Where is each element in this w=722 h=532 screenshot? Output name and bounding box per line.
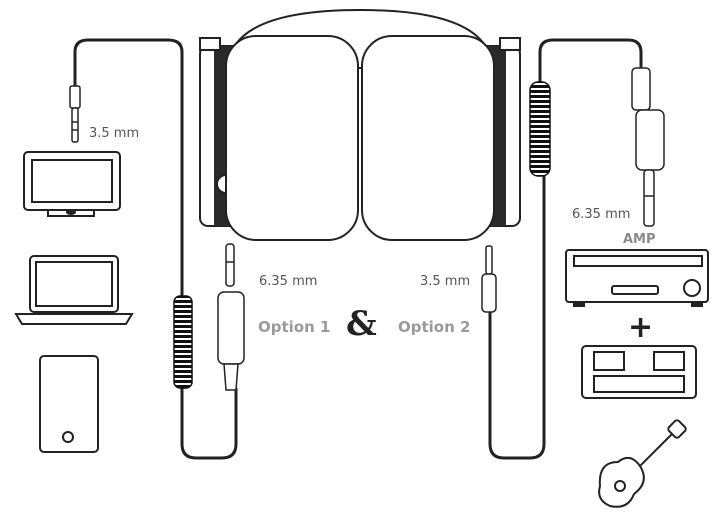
guitar-icon: [598, 419, 687, 508]
smartphone-icon: [39, 355, 99, 453]
ampersand-label: &: [346, 304, 377, 344]
left-cable: [73, 38, 238, 460]
monitor-icon: [23, 151, 121, 217]
keyboard-icon: [581, 345, 697, 399]
amp-label: AMP: [623, 232, 656, 247]
left-jack-size-label: 3.5 mm: [89, 126, 140, 141]
laptop-icon: [14, 255, 134, 325]
right-6-35mm-plug: [631, 67, 665, 227]
right-jack-size-label: 6.35 mm: [572, 207, 631, 222]
amplifier-icon: [565, 249, 709, 307]
left-coiled-cable: [173, 295, 193, 389]
center-right-jack-size-label: 3.5 mm: [420, 274, 471, 289]
right-cable: [488, 38, 643, 460]
right-coiled-cable: [529, 81, 551, 177]
option-2-label: Option 2: [398, 318, 471, 336]
plus-sign: +: [628, 310, 654, 345]
left-3-5mm-plug: [69, 85, 81, 143]
center-left-jack-size-label: 6.35 mm: [259, 274, 318, 289]
center-3-5mm-plug: [481, 245, 497, 313]
headphones: [199, 8, 521, 241]
center-6-35mm-plug: [217, 243, 245, 391]
option-1-label: Option 1: [258, 318, 331, 336]
